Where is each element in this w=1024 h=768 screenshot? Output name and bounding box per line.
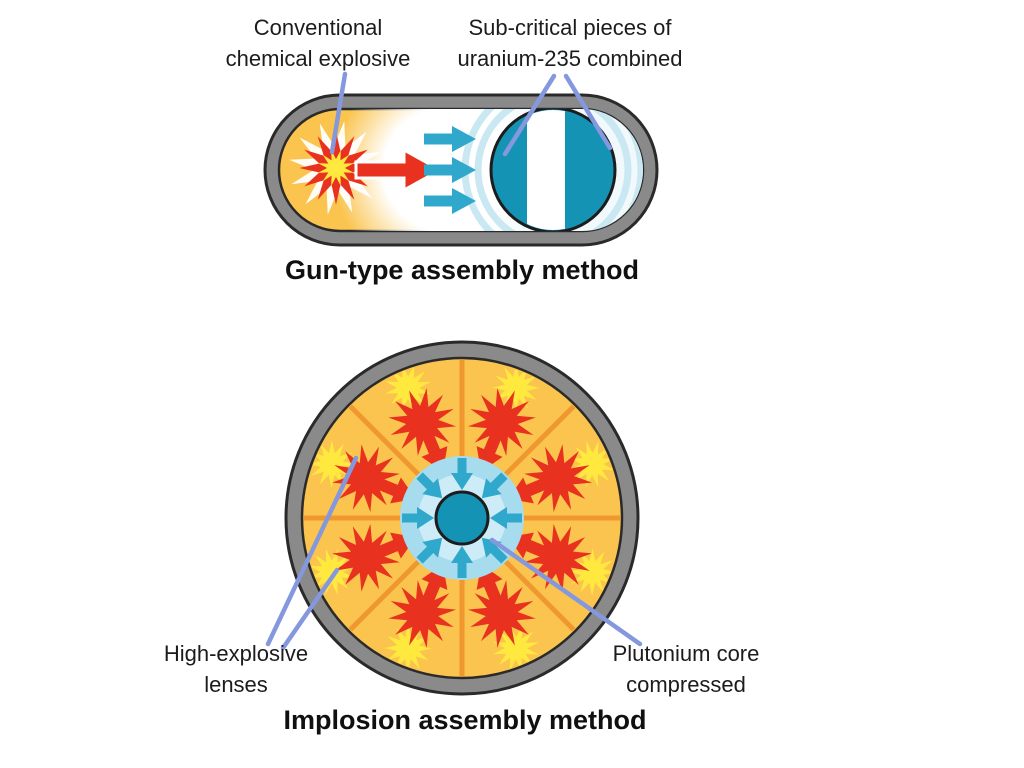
gun-type-caption: Gun-type assembly method xyxy=(284,255,640,285)
uranium-outline xyxy=(489,109,617,231)
compression-zone xyxy=(400,456,524,580)
gun-type-device xyxy=(263,93,659,247)
propulsion-arrow xyxy=(354,147,444,193)
label-line: chemical explosive xyxy=(225,46,411,71)
plutonium-core xyxy=(434,490,490,546)
label-line: lenses xyxy=(204,672,268,697)
pointer-line-explosive xyxy=(329,71,348,155)
pointer-line-lenses-lower xyxy=(280,567,340,651)
label-line: High-explosive xyxy=(163,641,309,666)
pointer-line-uranium-left xyxy=(502,73,557,157)
label-line: Plutonium core xyxy=(612,641,760,666)
pointer-line-lenses-upper xyxy=(265,455,359,647)
label-line: Conventional xyxy=(253,15,383,40)
label-plutonium-core: Plutonium core compressed xyxy=(566,638,806,700)
pointer-lines xyxy=(265,71,643,651)
implosion-device xyxy=(284,340,640,696)
pointer-line-uranium-right xyxy=(563,73,613,151)
uranium-gap xyxy=(527,110,565,230)
label-line: Sub-critical pieces of xyxy=(468,15,672,40)
label-line: compressed xyxy=(626,672,746,697)
label-subcritical-uranium: Sub-critical pieces of uranium-235 combi… xyxy=(435,12,705,74)
implosion-caption: Implosion assembly method xyxy=(283,705,647,735)
pointer-line-core xyxy=(489,537,643,647)
label-conventional-explosive: Conventional chemical explosive xyxy=(198,12,438,74)
uranium-pieces xyxy=(489,109,617,231)
label-line: uranium-235 combined xyxy=(457,46,683,71)
assembly-arrows xyxy=(424,126,476,214)
label-high-explosive-lenses: High-explosive lenses xyxy=(116,638,356,700)
